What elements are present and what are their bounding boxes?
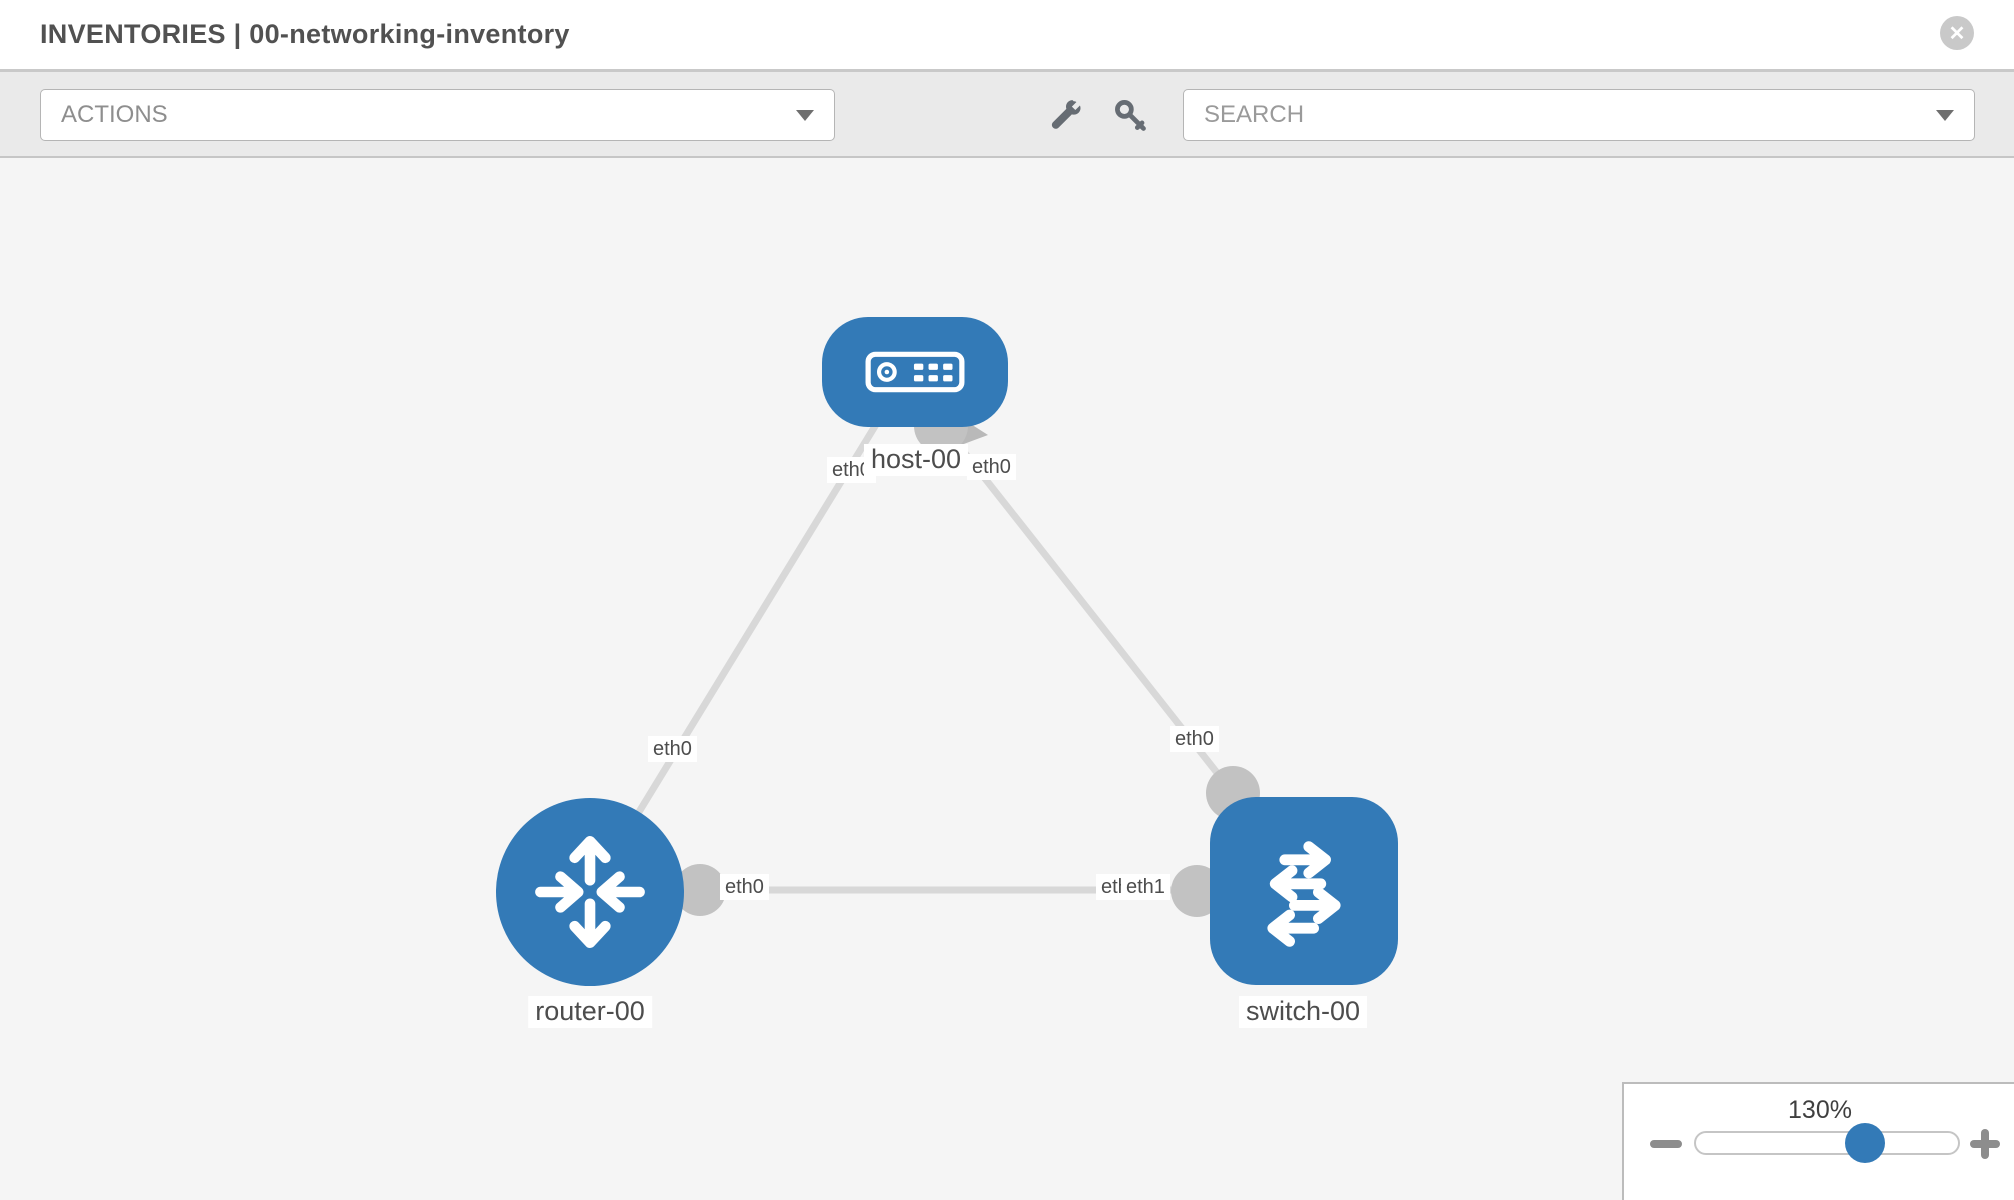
router-icon xyxy=(535,835,645,949)
zoom-slider-thumb[interactable] xyxy=(1845,1123,1885,1163)
close-icon[interactable]: ✕ xyxy=(1940,16,1974,50)
search-placeholder: SEARCH xyxy=(1204,101,1305,128)
zoom-slider-track[interactable] xyxy=(1694,1131,1960,1155)
chevron-down-icon xyxy=(796,110,814,121)
wrench-icon xyxy=(1051,100,1081,129)
port-router-eth0 xyxy=(674,864,726,916)
actions-dropdown[interactable]: ACTIONS xyxy=(40,89,835,141)
chevron-down-icon xyxy=(1936,110,1954,121)
topology-canvas[interactable]: host-00 router-00 switch-00 eth0 eth0 et… xyxy=(0,158,2014,1200)
iface-label-switch-eth0-up: eth0 xyxy=(1170,726,1219,752)
iface-label-host-eth0-right: eth0 xyxy=(967,454,1016,480)
credentials-key-button[interactable] xyxy=(1112,97,1148,133)
page-title: INVENTORIES | 00-networking-inventory xyxy=(40,19,570,49)
node-router-00[interactable] xyxy=(496,798,684,986)
toolbar: ACTIONS SEARCH xyxy=(0,72,2014,158)
iface-label-switch-eth1: eth1 xyxy=(1121,874,1170,900)
iface-label-router-eth0: eth0 xyxy=(720,874,769,900)
header-bar: INVENTORIES | 00-networking-inventory ✕ xyxy=(0,0,2014,72)
iface-label-router-eth0-up: eth0 xyxy=(648,736,697,762)
zoom-level-value: 130% xyxy=(1788,1096,1852,1124)
zoom-control-panel: 130% xyxy=(1622,1082,2014,1200)
zoom-in-plus-icon[interactable] xyxy=(1970,1129,2000,1159)
switch-icon xyxy=(1267,841,1341,947)
node-switch-00[interactable] xyxy=(1210,797,1398,985)
topology-links-layer xyxy=(587,399,1300,917)
node-label-router-00: router-00 xyxy=(528,996,652,1028)
key-icon xyxy=(1115,100,1146,131)
search-dropdown[interactable]: SEARCH xyxy=(1183,89,1975,141)
node-label-host-00: host-00 xyxy=(863,444,969,476)
node-host-00[interactable] xyxy=(822,317,1008,427)
actions-dropdown-label: ACTIONS xyxy=(61,101,168,128)
zoom-out-minus-icon[interactable] xyxy=(1650,1140,1682,1148)
host-server-icon xyxy=(865,351,965,393)
configure-wrench-button[interactable] xyxy=(1048,97,1084,133)
node-label-switch-00: switch-00 xyxy=(1238,996,1368,1028)
